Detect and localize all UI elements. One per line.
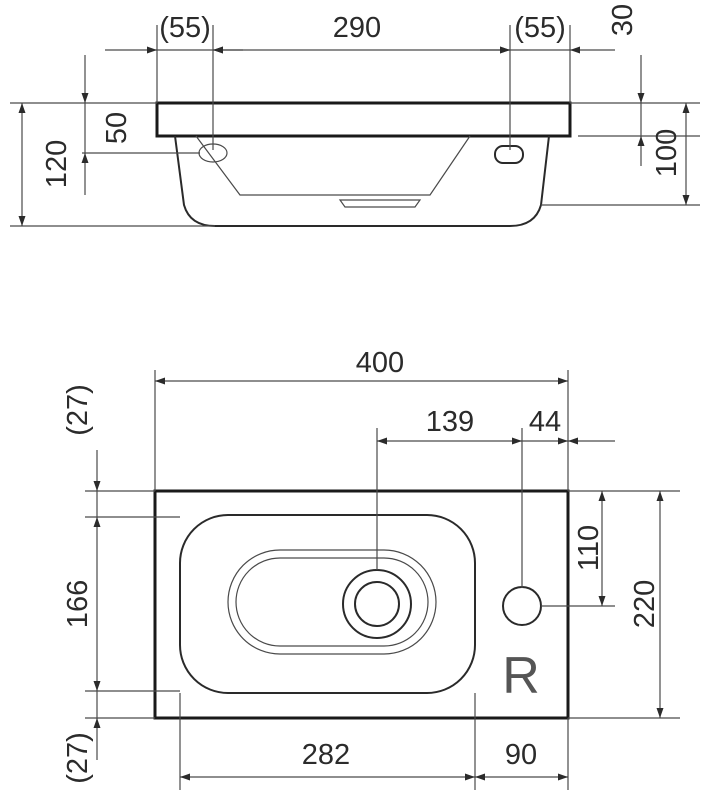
orientation-mark: R xyxy=(502,647,540,705)
drain-inner-icon xyxy=(354,581,400,627)
dim-bowl-width: 282 xyxy=(302,739,350,771)
basin-outer-wall xyxy=(174,135,550,227)
dim-drain-to-tap: 139 xyxy=(426,406,474,438)
dim-overall-width: 400 xyxy=(356,347,404,379)
dim-tap-to-edge: 44 xyxy=(529,406,561,438)
dim-tap-height: 100 xyxy=(651,129,683,177)
dim-rim-height: 50 xyxy=(101,112,133,144)
side-view-left-height-dimension: 120 xyxy=(18,103,73,226)
drain-outlet xyxy=(338,199,422,208)
tap-hole-side-icon xyxy=(494,145,524,164)
basin-bowl xyxy=(179,514,476,694)
tap-hole-icon xyxy=(502,586,542,626)
side-view-top-dimension: (55) 290 (55) xyxy=(105,12,615,54)
top-view-tap-position-dimension: 139 44 xyxy=(377,406,615,445)
dim-top-offset: 30 xyxy=(607,4,639,36)
top-view-bottom-dimension: 282 90 xyxy=(180,739,568,781)
top-view: R 400 139 xyxy=(62,347,680,790)
dim-bottom-margin: (27) xyxy=(62,732,94,784)
basin-inner-bowl-edge xyxy=(235,557,429,647)
side-view-right-height-dimension: 100 xyxy=(651,103,690,205)
top-view-left-dimension: (27) 166 (27) xyxy=(62,384,101,784)
side-view-basin xyxy=(155,101,572,227)
dim-tap-offset: 110 xyxy=(573,525,605,571)
top-view-width-dimension: 400 xyxy=(155,347,568,385)
dim-top-margin: (27) xyxy=(62,384,94,436)
side-view-rim-dimension: 50 xyxy=(81,55,133,195)
side-view-right-top-dimension: 30 xyxy=(607,4,645,166)
basin-outline xyxy=(153,489,570,720)
dim-right-overhang: (55) xyxy=(514,12,566,44)
basin-inner-wall xyxy=(195,135,471,196)
dim-overall-depth: 220 xyxy=(629,580,661,628)
top-view-depth-dimension: 220 xyxy=(629,491,664,718)
top-view-tap-offset-dimension: 110 xyxy=(573,491,606,606)
dim-total-height: 120 xyxy=(41,140,73,188)
dim-deck-width: 90 xyxy=(505,739,537,771)
dim-drain-span: 290 xyxy=(333,12,381,44)
basin-rim xyxy=(155,101,572,138)
dim-bowl-depth: 166 xyxy=(62,580,94,628)
drain-outer-icon xyxy=(342,569,412,639)
dim-left-overhang: (55) xyxy=(159,12,211,44)
side-view: (55) 290 (55) 30 100 120 50 xyxy=(10,4,700,227)
basin-inner-bowl xyxy=(227,549,437,655)
top-view-extension-lines xyxy=(85,370,680,790)
top-view-basin: R xyxy=(153,489,570,720)
